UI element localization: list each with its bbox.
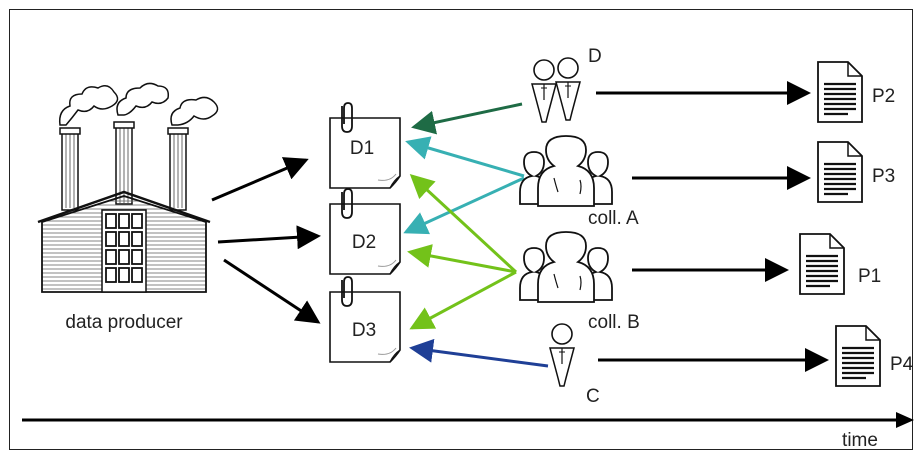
paper-label: P1 [858,266,881,287]
paper-p3: P3 [816,140,895,204]
paper-p4: P4 [834,324,914,388]
person-icon [549,323,575,387]
paper-label: P3 [872,166,895,187]
dataset-d2: D2 [329,188,401,275]
dataset-label: D1 [350,138,374,159]
paper-p2: P2 [816,60,895,124]
time-axis-label: time [842,430,878,451]
arrow-collB-to-d1 [409,173,518,274]
arrow-collA-to-d2 [403,176,525,235]
paper-label: P2 [872,86,895,107]
couple-icon [531,57,581,123]
consumer-d: D [531,46,602,123]
paper-label: P4 [890,354,914,375]
factory-icon [37,82,219,293]
arrow-c-to-d3 [409,338,549,368]
arrow-collB-to-d3 [409,270,517,330]
diagram-frame [9,9,913,450]
group-icon [519,231,613,303]
document-icon [798,232,846,296]
arrow-producer-d2 [217,225,321,250]
paper-p1: P1 [798,232,881,296]
time-axis-arrowhead [896,412,914,428]
arrow-producer-d1 [211,157,309,202]
group-icon [519,135,613,207]
arrow-d-to-d1 [411,102,523,135]
dataset-label: D3 [352,320,376,341]
consumer-label: coll. A [588,208,639,229]
dataset-label: D2 [352,232,376,253]
dataset-d3: D3 [329,276,401,363]
consumer-label: coll. B [588,312,640,333]
document-icon [816,60,864,124]
producer-label: data producer [65,312,183,333]
arrow-collB-to-d2 [407,244,517,274]
document-icon [816,140,864,204]
arrow-producer-d3 [223,258,321,324]
consumer-c: C [549,323,600,407]
arrow-collA-to-d1 [405,136,525,178]
dataset-d1: D1 [329,102,401,189]
consumer-label: C [586,386,600,407]
consumer-coll-a: coll. A [519,135,639,229]
consumer-coll-b: coll. B [519,231,640,333]
consumer-label: D [588,46,602,67]
document-icon [834,324,882,388]
